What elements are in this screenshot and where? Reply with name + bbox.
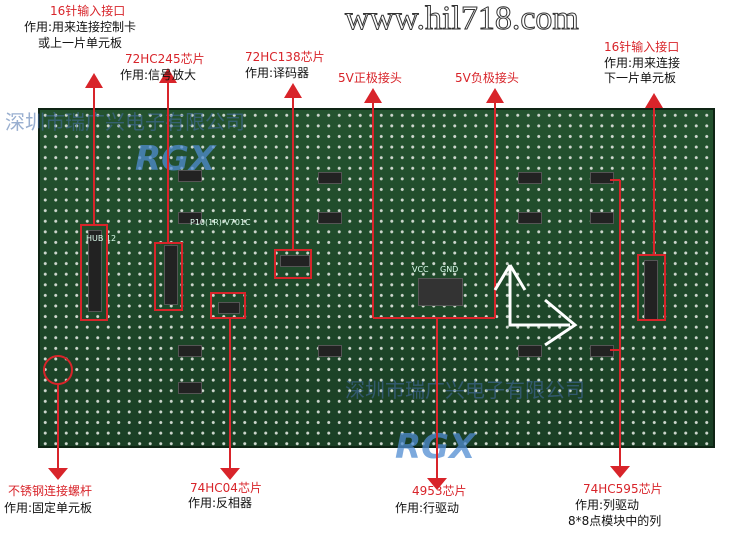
hc245-chip: [164, 245, 178, 305]
chip: [518, 345, 542, 357]
chip: [178, 170, 202, 182]
hc138-title: 72HC138芯片: [245, 50, 325, 64]
arrowheads: [48, 68, 663, 490]
highlight-input-left: [80, 224, 108, 321]
hc138-chip: [280, 255, 310, 267]
v5-neg-title: 5V负极接头: [455, 71, 519, 85]
screw-title: 不锈钢连接螺杆: [8, 484, 93, 498]
chip: [590, 172, 614, 184]
chip: [318, 345, 342, 357]
chip: [318, 212, 342, 224]
highlight-hc138: [274, 249, 312, 279]
hc595-desc: 作用:列驱动: [575, 498, 640, 512]
chip: [518, 212, 542, 224]
input-right-title: 16针输入接口: [604, 40, 680, 54]
highlight-hc04: [210, 292, 246, 319]
chip4953-desc: 作用:行驱动: [395, 501, 460, 515]
input-left-title: 16针输入接口: [50, 4, 126, 18]
chip: [518, 172, 542, 184]
chip: [590, 212, 614, 224]
highlight-hc245: [154, 242, 183, 311]
watermark-company-bottom: 深圳市瑞广兴电子有限公司: [345, 378, 585, 402]
hc04-chip: [218, 302, 240, 314]
hc595-desc2: 8*8点模块中的列: [568, 514, 662, 528]
board-hub-label: HUB 12: [86, 234, 117, 243]
direction-arrow-icon: [493, 264, 578, 347]
power-terminal: [418, 278, 463, 306]
hc245-desc: 作用:信号放大: [120, 68, 197, 82]
screw-desc: 作用:固定单元板: [4, 501, 93, 515]
input-right-desc2: 下一片单元板: [604, 71, 677, 85]
chip: [178, 345, 202, 357]
annotation-lines: [57, 80, 655, 480]
chip: [178, 382, 202, 394]
watermark-brand-bottom: RGX: [395, 427, 476, 467]
highlight-screw: [43, 355, 73, 385]
input-left-desc2: 或上一片单元板: [38, 36, 123, 50]
chip: [178, 212, 202, 224]
board-gnd: GND: [440, 265, 459, 274]
chip4953-title: 4953芯片: [412, 484, 467, 498]
v5-pos-title: 5V正极接头: [338, 71, 402, 85]
chip: [318, 172, 342, 184]
board-model: P10(1R)-V701C: [190, 218, 251, 227]
watermark-url: www.hil718.com: [345, 0, 580, 38]
input-connector-left: [88, 230, 102, 312]
hc138-desc: 作用:译码器: [245, 66, 310, 80]
hc04-desc: 作用:反相器: [188, 496, 253, 510]
board-vcc: VCC: [412, 265, 429, 274]
watermark-company-top: 深圳市瑞广兴电子有限公司: [5, 110, 245, 134]
hc245-title: 72HC245芯片: [125, 52, 205, 66]
input-left-desc: 作用:用来连接控制卡: [24, 20, 137, 34]
input-right-desc: 作用:用来连接: [604, 56, 681, 70]
watermark-brand-top: RGX: [135, 139, 216, 179]
highlight-input-right: [637, 254, 666, 321]
hc595-title: 74HC595芯片: [583, 482, 663, 496]
led-unit-board: P10(1R)-V701C HUB 12 VCC GND: [38, 108, 715, 448]
hc04-title: 74HC04芯片: [190, 481, 262, 495]
